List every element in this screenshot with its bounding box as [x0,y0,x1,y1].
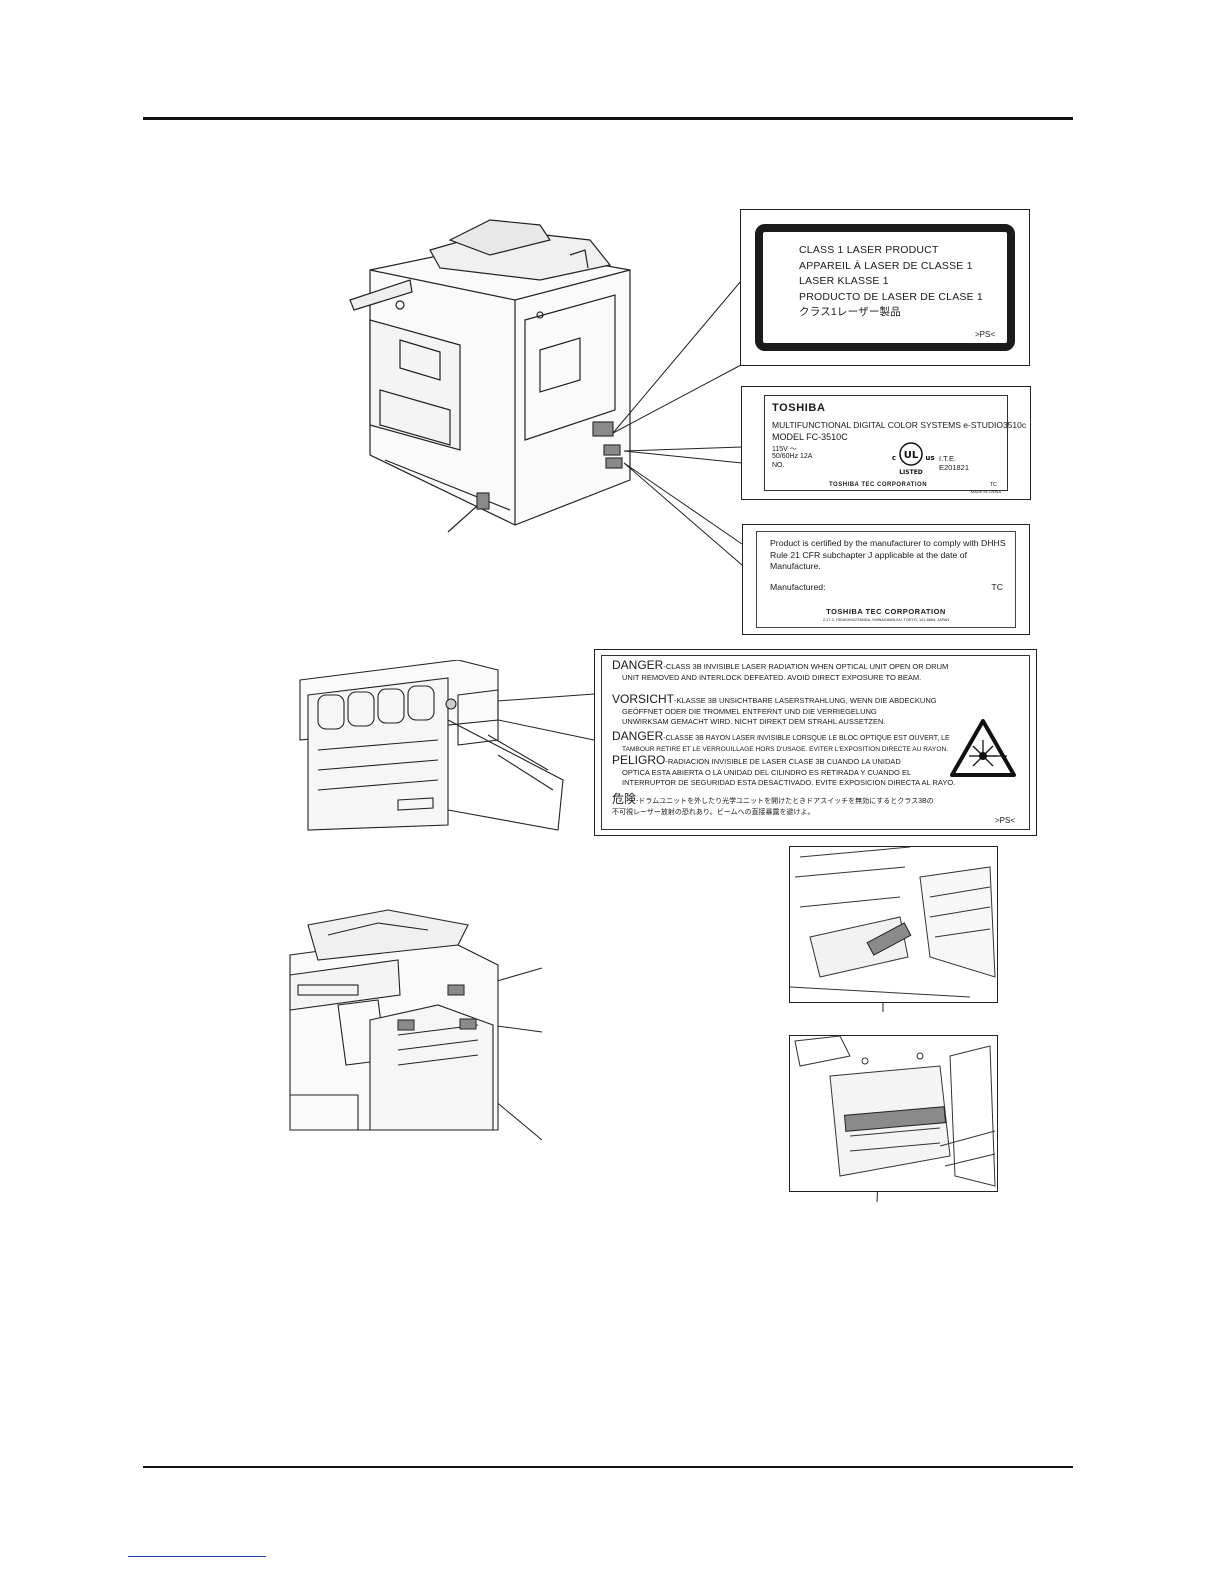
danger-es-c: INTERRUPTOR DE SEGURIDAD ESTA DESACTIVAD… [622,778,956,787]
rating-corp: TOSHIBA TEC CORPORATION [829,482,928,488]
danger-ja-head: 危険 [612,792,637,806]
laser-warning-icon [950,719,1016,777]
cert-corp: TOSHIBA TEC CORPORATION [826,607,946,616]
rating-tc: TC [989,482,997,488]
ul-c-text: c [892,454,896,462]
cert-text: Product is certified by the manufacturer… [770,538,1006,571]
danger-en-a: -CLASS 3B INVISIBLE LASER RADIATION WHEN… [663,662,949,671]
cert-manufactured: Manufactured: [770,582,826,592]
ul-listed-text: LISTED [899,469,923,476]
rating-brand: TOSHIBA [772,402,826,414]
class1-line-es: PRODUCTO DE LASER DE CLASE 1 [799,290,983,303]
copier-front-open-illustration [298,660,568,835]
footer-link-underline [128,1556,266,1557]
class1-suffix: >PS< [974,330,995,339]
danger-de-a: -KLASSE 3B UNSICHTBARE LASERSTRAHLUNG, W… [674,696,937,705]
danger-es-head: PELIGRO [612,753,666,767]
ul-listed-mark-icon: UL c us LISTED [892,442,935,476]
danger-fr-head: DANGER [612,729,664,743]
danger-ja: 危険-ドラムユニットを外したり光学ユニットを開けたときドアスイッチを無効にすると… [612,792,934,818]
danger-fr-a: -CLASSE 3B RAYON LASER INVISIBLE LORSQUE… [663,735,950,742]
danger-es-a: -RADIACION INVISIBLE DE LASER CLASE 3B C… [665,757,901,766]
danger-es: PELIGRO-RADIACION INVISIBLE DE LASER CLA… [612,753,956,789]
danger-ja-a: -ドラムユニットを外したり光学ユニットを開けたときドアスイッチを無効にするとクラ… [636,798,934,805]
danger-laser-label: DANGER-CLASS 3B INVISIBLE LASER RADIATIO… [594,649,1037,836]
danger-en-head: DANGER [612,658,664,672]
rating-model: MODEL FC-3510C [772,432,848,442]
danger-suffix: >PS< [994,816,1015,825]
rating-system: MULTIFUNCTIONAL DIGITAL COLOR SYSTEMS e-… [772,420,1027,430]
danger-fr: DANGER-CLASSE 3B RAYON LASER INVISIBLE L… [612,729,950,755]
danger-fr-b: TAMBOUR RETIRE ET LE VERROUILLAGE HORS D… [622,745,949,753]
danger-ja-b: 不可視レーザー放射の恐れあり。ビームへの直接暴露を避けよ。 [612,808,815,816]
cert-tc: TC [991,582,1003,592]
rating-frequency: 50/60Hz 12A [772,453,813,460]
danger-es-b: OPTICA ESTA ABIERTA O LA UNIDAD DEL CILI… [622,767,912,777]
class1-line-de: LASER KLASSE 1 [799,275,889,287]
danger-de-c: UNWIRKSAM GEMACHT WIRD. NICHT DIREKT DEM… [622,717,886,726]
danger-de-head: VORSICHT [612,692,675,706]
rating-ite: I.T.E. [939,454,957,463]
copier-rear-illustration [340,210,660,540]
footer-rule [143,1466,1073,1468]
ul-mark-text: UL [904,450,919,461]
danger-en: DANGER-CLASS 3B INVISIBLE LASER RADIATIO… [612,658,949,683]
rating-plate-label: TOSHIBA MULTIFUNCTIONAL DIGITAL COLOR SY… [741,386,1031,500]
class1-laser-label: CLASS 1 LASER PRODUCT APPAREIL À LASER D… [740,209,1030,366]
ul-us-text: us [925,454,934,462]
cert-address: 2-17-2, HIGASHIGOTANDA, SHINAGAWA-KU, TO… [822,618,950,622]
rating-number: NO. [772,462,785,469]
danger-en-b: UNIT REMOVED AND INTERLOCK DEFEATED. AVO… [622,672,922,682]
copier-front-left-illustration [288,905,518,1135]
header-rule [143,117,1073,120]
certification-label: Product is certified by the manufacturer… [742,524,1030,635]
rating-made-in: MADE IN CHINA [970,489,1001,494]
class1-line-ja: クラス1レーザー製品 [799,306,901,318]
rating-voltage: 115V ～ [772,446,797,453]
danger-de: VORSICHT-KLASSE 3B UNSICHTBARE LASERSTRA… [612,692,937,728]
transfer-area-photo [789,1035,998,1192]
danger-de-b: GEÖFFNET ODER DIE TROMMEL ENTFERNT UND D… [622,706,877,716]
class1-line-fr: APPAREIL À LASER DE CLASSE 1 [799,259,973,272]
fuser-area-photo [789,846,998,1003]
rating-code: E201821 [939,463,970,472]
class1-line-en: CLASS 1 LASER PRODUCT [799,244,939,256]
